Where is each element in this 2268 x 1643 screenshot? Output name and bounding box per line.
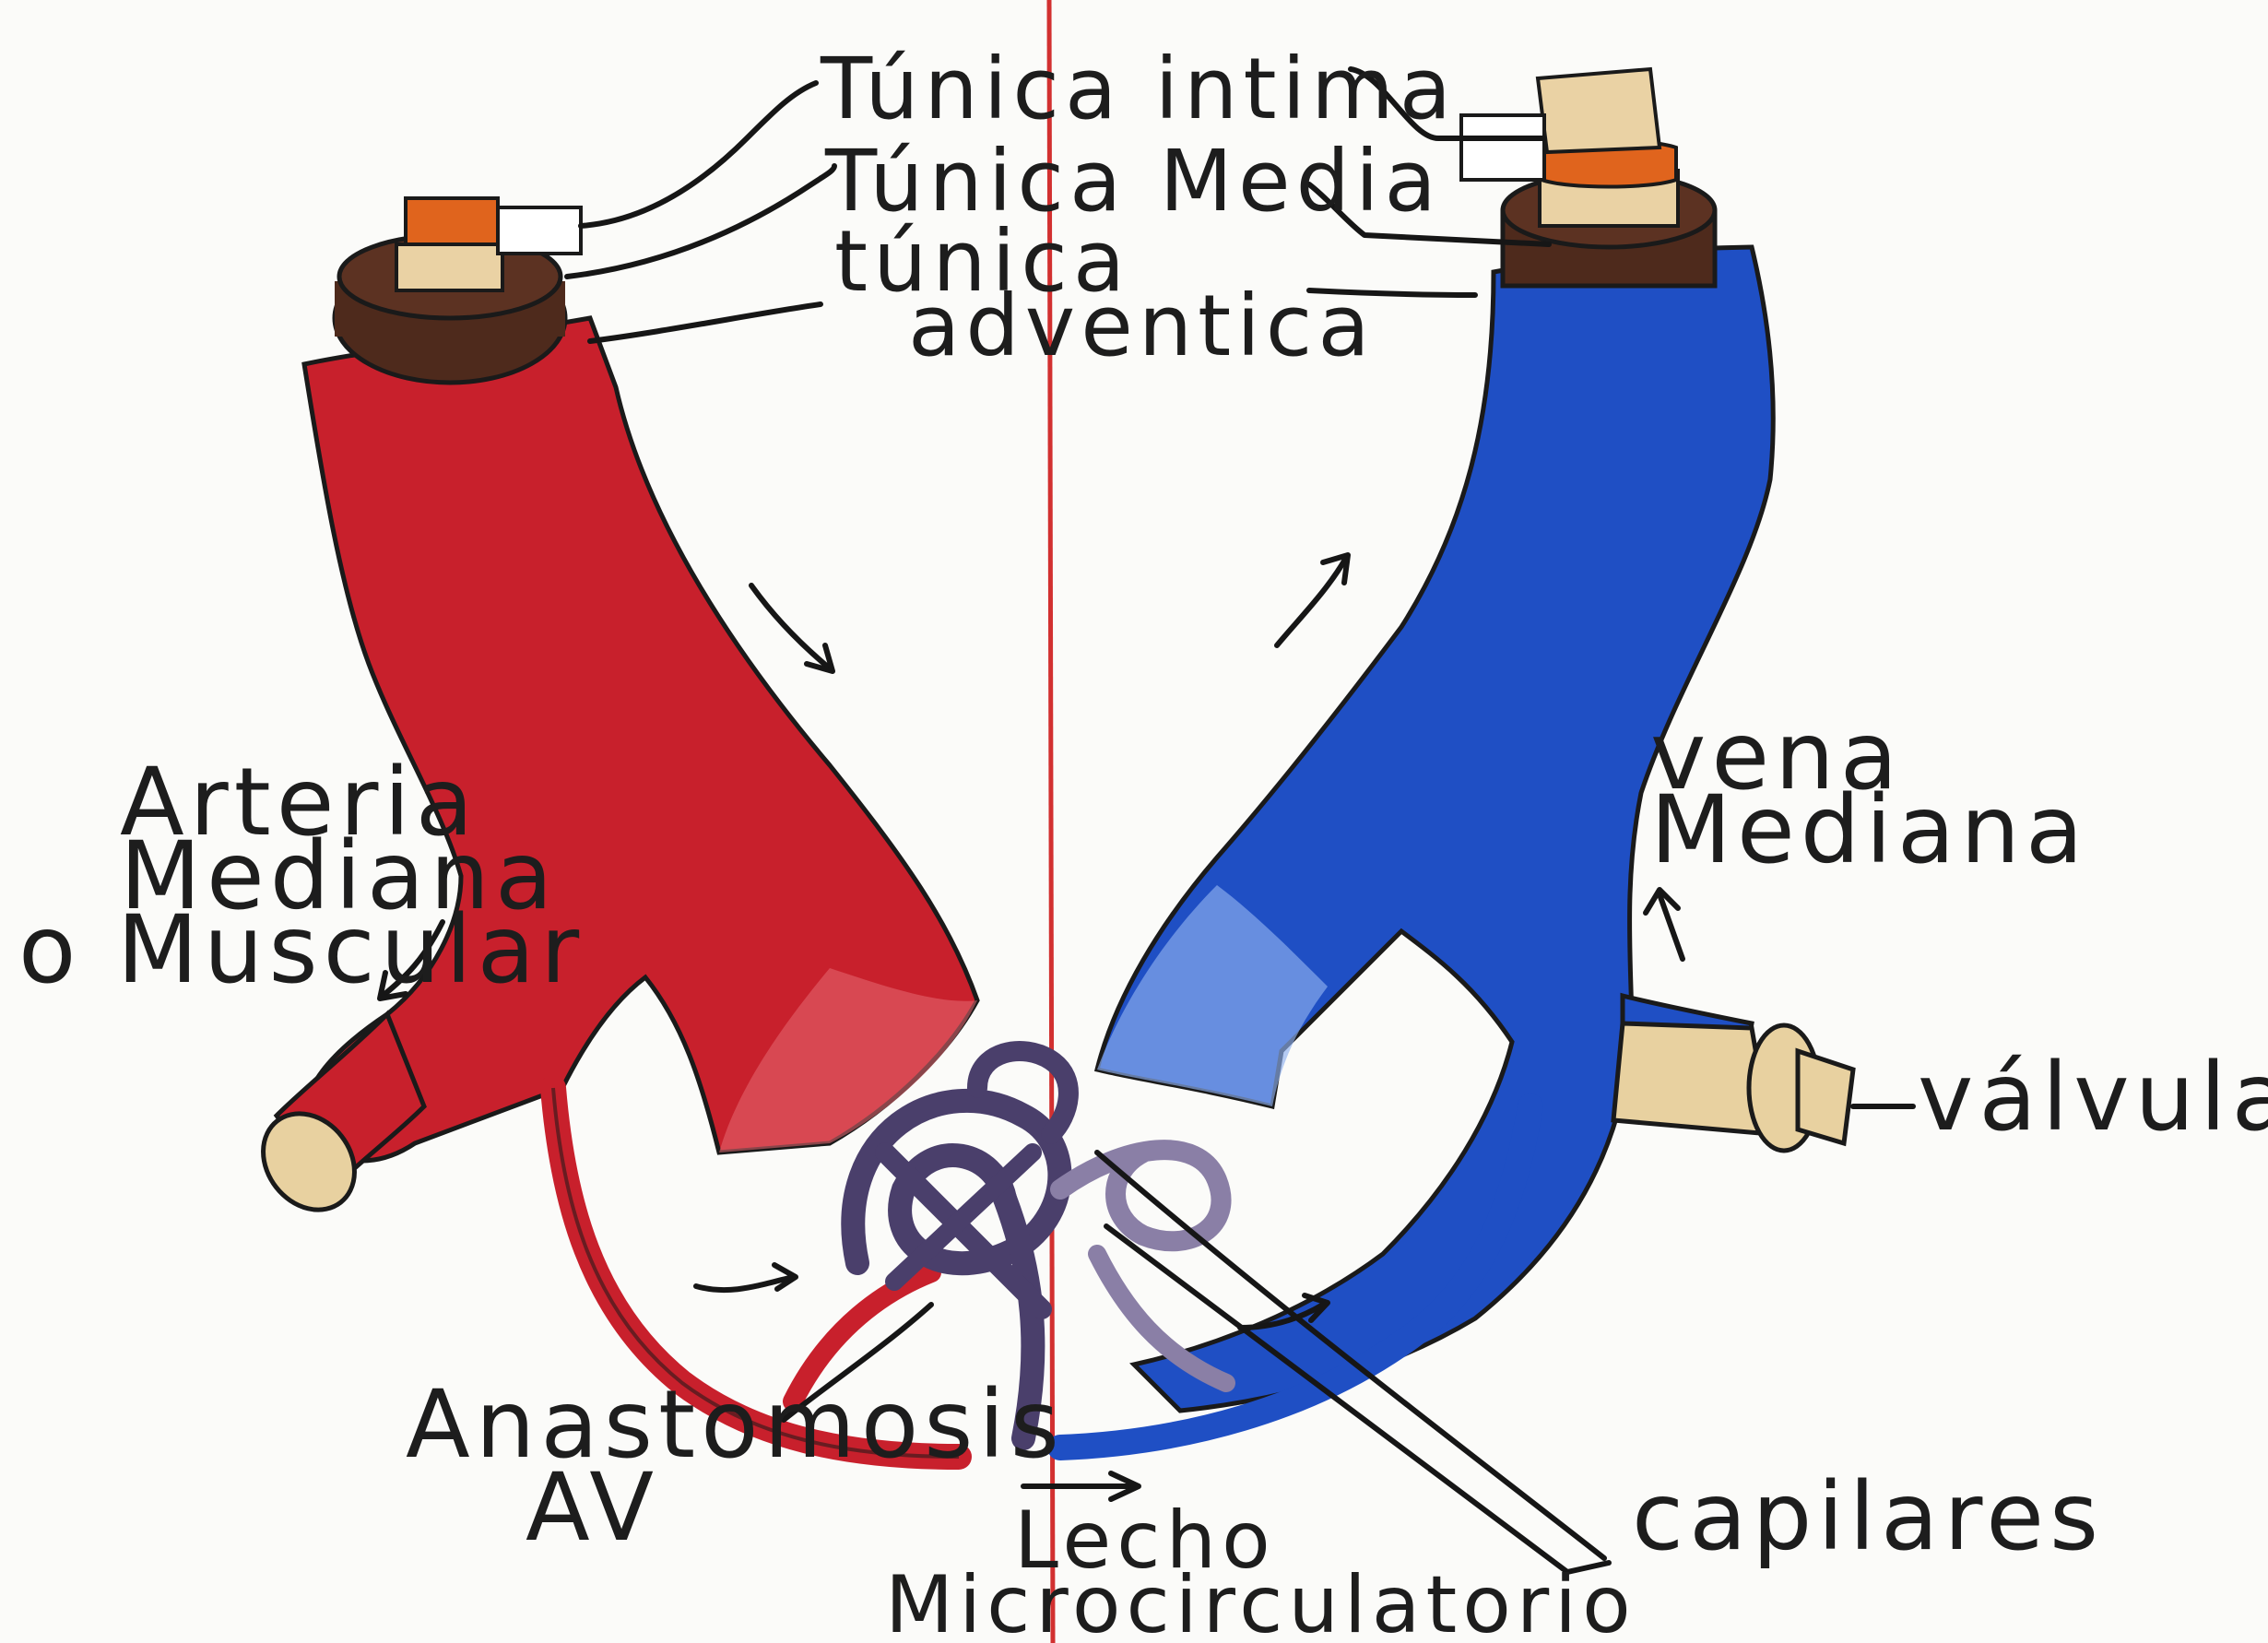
- label-tunica-adventicia-2: adventica: [908, 277, 1376, 375]
- valve-leaflet: [1798, 1051, 1853, 1143]
- flow-arrow-artery-down: [751, 585, 830, 668]
- label-capilares: capilares: [1632, 1462, 2104, 1572]
- vein-label-tab: [1461, 115, 1544, 180]
- label-valve: válvula: [1918, 1043, 2268, 1152]
- flow-arrow-vein-up: [1277, 558, 1346, 645]
- valve-body: [1613, 1023, 1770, 1134]
- valve: [1613, 1023, 1853, 1151]
- artery-intima: [396, 244, 502, 290]
- label-bed-2: Microcirculatorio: [885, 1559, 1636, 1643]
- vein-cross-section: [1461, 69, 1715, 286]
- label-artery-3: o Muscular: [18, 895, 585, 1005]
- vein-intima-upper: [1538, 69, 1660, 152]
- capillary-loop-4: [1060, 1150, 1222, 1241]
- leader-tunica-adventicia-artery: [590, 304, 821, 341]
- label-anastomosis-1: Anastomosis: [406, 1370, 1065, 1480]
- artery-media: [406, 198, 498, 244]
- artery: [244, 198, 977, 1228]
- artery-label-tab: [498, 207, 581, 254]
- label-anastomosis-2: AV: [526, 1453, 659, 1563]
- label-tunica-intima: Túnica intima: [820, 40, 1457, 138]
- label-vein-2: Mediana: [1650, 775, 2089, 885]
- artery-cross-section: [335, 198, 581, 383]
